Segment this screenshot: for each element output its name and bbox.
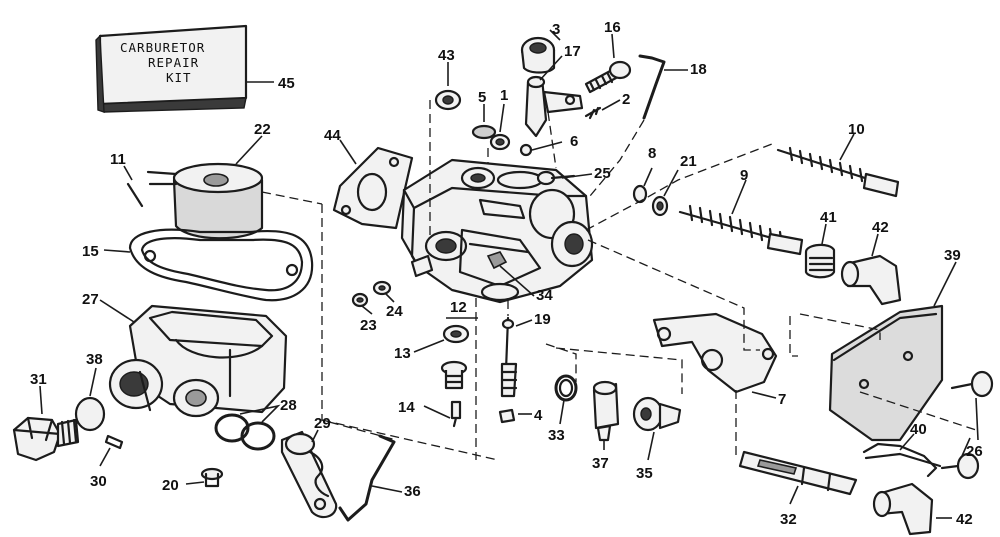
callout-39: 39 (944, 247, 961, 264)
callout-1: 1 (500, 87, 508, 104)
kit-line-3: KIT (166, 70, 192, 85)
low-speed-needle (776, 146, 900, 198)
carburetor-body (400, 158, 594, 304)
callout-26: 26 (966, 443, 983, 460)
idle-screw (584, 60, 632, 94)
callout-18: 18 (690, 61, 707, 78)
kit-line-1: CARBURETOR (120, 40, 205, 55)
callout-20: 20 (162, 477, 179, 494)
callout-7: 7 (778, 391, 786, 408)
callout-24: 24 (386, 303, 403, 320)
callout-40: 40 (910, 421, 927, 438)
callout-8: 8 (648, 145, 656, 162)
inlet-cap (520, 36, 556, 74)
needle-valve (524, 75, 584, 138)
assembly-lines (261, 100, 977, 461)
roller-35 (632, 396, 682, 432)
float (146, 162, 264, 240)
bowl-screw (200, 467, 224, 488)
screw-26-lower (940, 452, 980, 480)
choke-link (338, 434, 396, 522)
callout-21: 21 (680, 153, 697, 170)
float-pin (126, 182, 144, 208)
bowl-cap (74, 396, 106, 432)
callout-27: 27 (82, 291, 99, 308)
callout-33: 33 (548, 427, 565, 444)
packing-nut (804, 243, 836, 279)
high-speed-needle (678, 204, 804, 256)
callout-42-upper: 42 (872, 219, 889, 236)
callout-38: 38 (86, 351, 103, 368)
spring-clip (584, 106, 602, 120)
callout-6: 6 (570, 133, 578, 150)
bowl-pin (104, 434, 124, 450)
callout-36: 36 (404, 483, 421, 500)
callout-10: 10 (848, 121, 865, 138)
adjusting-needle (500, 316, 518, 398)
main-jet (440, 360, 468, 390)
callout-25: 25 (594, 165, 611, 182)
plug-nut (434, 89, 462, 111)
float-bowl (108, 304, 288, 418)
callout-41: 41 (820, 209, 837, 226)
callout-28: 28 (280, 397, 297, 414)
callout-4: 4 (534, 407, 543, 424)
float-bowl-gasket (128, 228, 314, 302)
kit-line-2: REPAIR (148, 55, 199, 70)
washer-8 (632, 184, 648, 204)
spring-40 (862, 442, 942, 478)
callout-16: 16 (604, 19, 621, 36)
gasket-washer (442, 324, 470, 344)
callout-23: 23 (360, 317, 377, 334)
callout-9: 9 (740, 167, 748, 184)
screw-26-upper (950, 370, 994, 398)
callout-14: 14 (398, 399, 415, 416)
callout-13: 13 (394, 345, 411, 362)
needle-seat-washer (489, 133, 511, 151)
callout-12: 12 (450, 299, 467, 316)
callout-44: 44 (324, 127, 341, 144)
callout-5: 5 (478, 89, 486, 106)
needle-nut (498, 408, 516, 424)
welch-plug (471, 124, 497, 140)
callout-37: 37 (592, 455, 609, 472)
callout-31: 31 (30, 371, 47, 388)
cam-follower-37 (592, 380, 620, 442)
callout-34: 34 (536, 287, 553, 304)
cover-plate (828, 304, 944, 442)
washer-21 (651, 195, 669, 217)
repair-kit-box: CARBURETOR REPAIR KIT (95, 24, 248, 113)
spring-clip-33 (554, 374, 578, 402)
callout-30: 30 (90, 473, 107, 490)
callout-19: 19 (534, 311, 551, 328)
drain-plug (12, 416, 80, 462)
callout-2: 2 (622, 91, 630, 108)
choke-shaft (280, 430, 338, 519)
callout-43: 43 (438, 47, 455, 64)
callout-42-lower: 42 (956, 511, 973, 528)
check-ball (519, 143, 533, 157)
callout-labels: 1 2 3 4 5 6 7 8 9 10 11 12 13 14 15 16 1… (30, 19, 983, 528)
washer-24 (372, 280, 392, 296)
throttle-bracket (652, 312, 778, 394)
washer-23 (351, 292, 369, 308)
o-rings (214, 413, 276, 451)
callout-32: 32 (780, 511, 797, 528)
callout-11: 11 (110, 151, 126, 168)
callout-22: 22 (254, 121, 271, 138)
callout-29: 29 (314, 415, 331, 432)
callout-45: 45 (278, 75, 295, 92)
throttle-shaft-32 (738, 450, 858, 496)
throttle-link (638, 54, 666, 120)
carburetor-gasket (332, 146, 414, 230)
small-jet (450, 400, 462, 428)
callout-17: 17 (564, 43, 581, 60)
callout-3: 3 (552, 21, 560, 38)
knob-upper (840, 254, 902, 306)
callout-35: 35 (636, 465, 653, 482)
callout-15: 15 (82, 243, 99, 260)
knob-lower (872, 482, 934, 536)
